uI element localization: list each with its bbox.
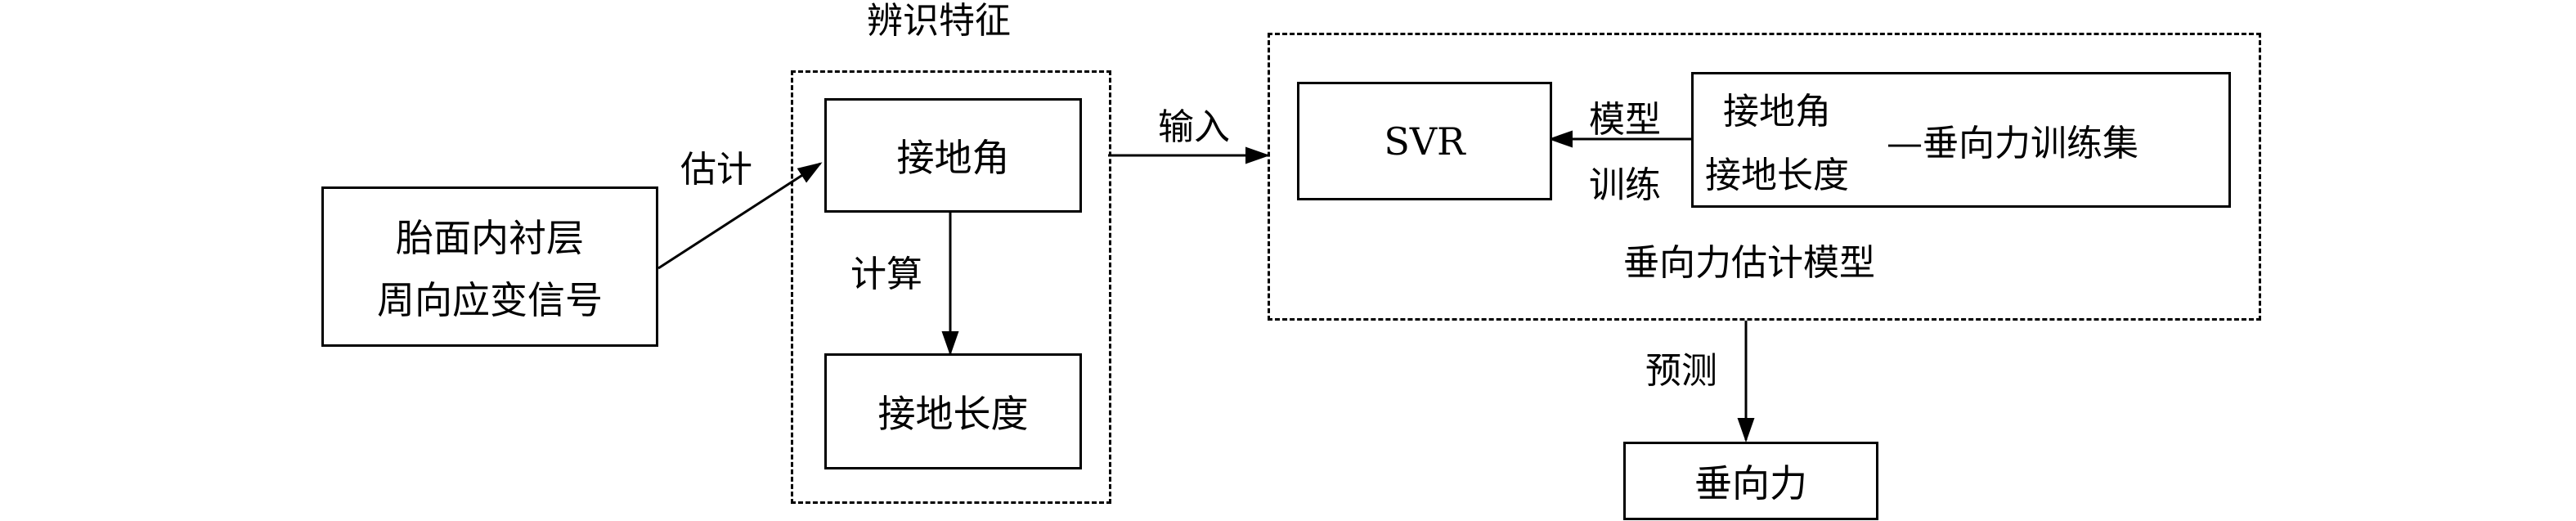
model-title: 垂向力估计模型	[1623, 242, 1875, 284]
contact-length-box: 接地长度	[824, 353, 1082, 469]
compute-label: 计算	[850, 254, 922, 295]
training-set-line-1: 接地角	[1723, 91, 1831, 132]
feature-group-title: 辨识特征	[867, 0, 1011, 42]
predict-label: 预测	[1645, 350, 1717, 392]
train-label-line-2: 训练	[1589, 164, 1661, 206]
training-set-line-2: 接地长度	[1705, 155, 1849, 196]
training-set-suffix: —垂向力训练集	[1887, 123, 2138, 164]
train-label: 模型 训练	[1589, 90, 1661, 208]
contact-angle-box: 接地角	[824, 98, 1082, 213]
contact-length-label: 接地长度	[877, 392, 1029, 436]
svr-label: SVR	[1384, 119, 1465, 164]
strain-signal-line-2: 周向应变信号	[377, 278, 603, 322]
model-frame	[1268, 33, 2261, 321]
contact-angle-label: 接地角	[896, 136, 1010, 180]
feature-group-frame	[791, 70, 1111, 504]
training-set-box: 接地角 接地长度 —垂向力训练集	[1691, 72, 2231, 208]
input-label: 输入	[1158, 106, 1230, 148]
svr-box: SVR	[1297, 82, 1552, 200]
estimate-arrow	[657, 162, 823, 270]
vertical-force-output-box: 垂向力	[1623, 442, 1878, 520]
estimate-label: 估计	[680, 149, 752, 191]
train-label-line-1: 模型	[1589, 99, 1661, 141]
strain-signal-box: 胎面内衬层 周向应变信号	[321, 186, 658, 347]
strain-signal-line-1: 胎面内衬层	[396, 216, 584, 260]
vertical-force-label: 垂向力	[1694, 461, 1807, 505]
